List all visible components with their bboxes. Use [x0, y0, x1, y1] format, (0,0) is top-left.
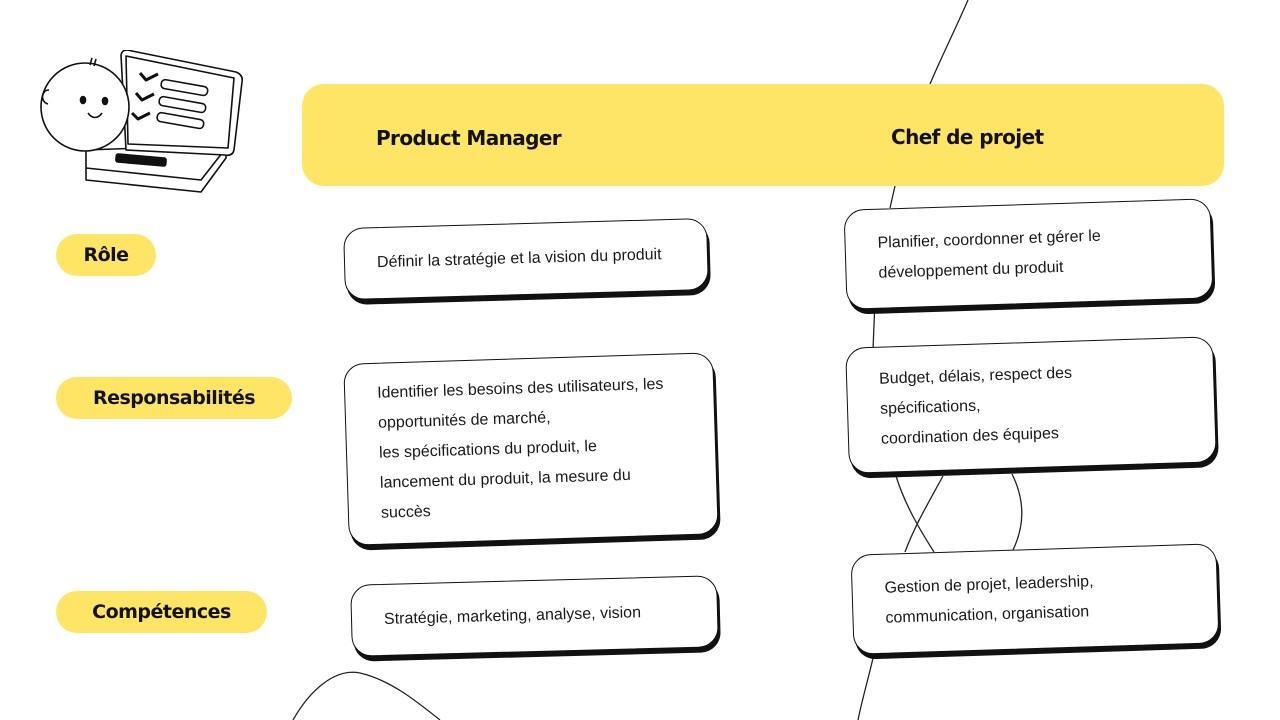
column-header-product-manager: Product Manager	[376, 126, 562, 150]
card-role-chef-de-projet: Planifier, coordonner et gérer le dévelo…	[843, 198, 1214, 310]
card-responsabilites-chef-de-projet: Budget, délais, respect des spécificatio…	[845, 336, 1217, 474]
row-label-role: Rôle	[56, 234, 156, 276]
card-competences-chef-de-projet: Gestion de projet, leadership, communica…	[850, 543, 1220, 655]
card-competences-product-manager: Stratégie, marketing, analyse, vision	[350, 575, 719, 657]
card-text-line: Définir la stratégie et la vision du pro…	[376, 246, 662, 272]
column-header-chef-de-projet: Chef de projet	[891, 125, 1044, 149]
card-role-product-manager: Définir la stratégie et la vision du pro…	[343, 217, 709, 301]
row-label-responsabilites: Responsabilités	[56, 377, 292, 419]
card-text-line: Stratégie, marketing, analyse, vision	[383, 604, 642, 628]
row-label-competences: Compétences	[56, 591, 267, 633]
card-responsabilites-product-manager: Identifier les besoins des utilisateurs,…	[343, 352, 719, 546]
column-header-band: Product Manager Chef de projet	[302, 84, 1224, 186]
person-with-laptop-checklist-icon	[40, 50, 244, 193]
